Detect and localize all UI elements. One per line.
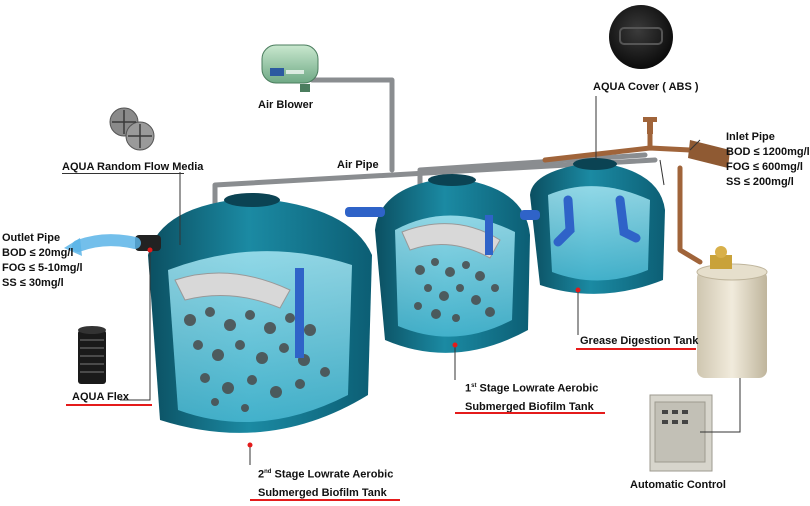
stage1-label: 1st Stage Lowrate Aerobic Submerged Biof…: [465, 377, 598, 416]
stage1-line1: 1st Stage Lowrate Aerobic: [465, 377, 598, 398]
air-blower-icon: [261, 44, 319, 92]
leader-lines: [120, 96, 741, 465]
inlet-pipe-title: Inlet Pipe: [726, 131, 775, 143]
media-balls-icon: [109, 107, 155, 151]
dosing-cylinder: [696, 246, 768, 378]
stage2-tank: [148, 193, 372, 433]
stage1-tank: [375, 174, 530, 353]
outlet-bod: BOD ≤ 20mg/l: [2, 247, 74, 259]
stage2-suffix: nd: [264, 469, 272, 475]
stage2-line1: 2nd Stage Lowrate Aerobic: [258, 463, 393, 484]
stage1-title: Stage Lowrate Aerobic: [479, 382, 599, 395]
automatic-control-label: Automatic Control: [630, 479, 726, 491]
control-box-icon: [649, 394, 713, 472]
outlet-pipe-info: Outlet Pipe BOD ≤ 20mg/l FOG ≤ 5-10mg/l …: [2, 231, 83, 291]
stage2-title: Stage Lowrate Aerobic: [274, 468, 394, 481]
aqua-cover-label: AQUA Cover ( ABS ): [593, 81, 699, 93]
stage1-suffix: st: [471, 383, 477, 389]
callout-points: [147, 247, 581, 448]
outlet-ss: SS ≤ 30mg/l: [2, 277, 64, 289]
stage2-line2: Submerged Biofilm Tank: [258, 486, 387, 499]
stage1-ordinal: 1: [465, 382, 472, 395]
inlet-pipe-info: Inlet Pipe BOD ≤ 1200mg/l FOG ≤ 600mg/l …: [726, 130, 810, 190]
grease-digestion-tank: [530, 158, 665, 294]
stage2-underline: [250, 499, 400, 501]
media-label-underline: [62, 173, 184, 174]
stage1-line2: Submerged Biofilm Tank: [465, 400, 594, 413]
inlet-bod: BOD ≤ 1200mg/l: [726, 146, 810, 158]
air-pipe-network: [212, 77, 658, 208]
inlet-pipe-end: [688, 140, 730, 168]
air-pipe-label: Air Pipe: [337, 159, 379, 171]
connector-pipe-1: [345, 207, 385, 217]
grease-tank-underline: [576, 348, 696, 350]
outlet-pipe: [64, 234, 161, 256]
random-flow-media-label: AQUA Random Flow Media: [62, 161, 204, 173]
stage2-ordinal: 2: [258, 468, 265, 481]
manhole-cover-icon: [609, 5, 673, 69]
air-blower-label: Air Blower: [258, 99, 314, 111]
grease-tank-label: Grease Digestion Tank: [580, 335, 699, 347]
tee-valve-icon: [643, 117, 657, 134]
inlet-ss: SS ≤ 200mg/l: [726, 176, 794, 188]
aqua-flex-label: AQUA Flex: [72, 391, 130, 403]
outlet-pipe-title: Outlet Pipe: [2, 232, 61, 244]
outlet-fog: FOG ≤ 5-10mg/l: [2, 262, 83, 274]
inlet-fog: FOG ≤ 600mg/l: [726, 161, 803, 173]
stage2-label: 2nd Stage Lowrate Aerobic Submerged Biof…: [258, 463, 393, 502]
connector-pipe-2: [520, 210, 540, 220]
stage1-underline: [455, 412, 605, 414]
flex-pipe-icon: [78, 326, 106, 384]
aqua-flex-underline: [66, 404, 152, 406]
